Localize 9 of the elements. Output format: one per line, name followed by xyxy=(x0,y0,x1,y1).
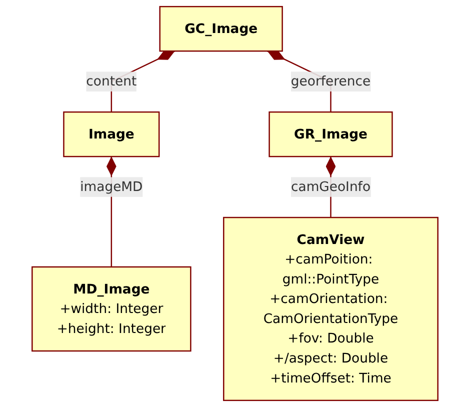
edge-label: georference xyxy=(290,73,371,89)
class-box: CamView +camPoition: gml::PointType +camOrientation: CamOrientationType +fov: Double +/aspect: Double +timeOffset: Time xyxy=(223,216,438,402)
edge-label: camGeoInfo xyxy=(291,178,371,194)
class-box: Image xyxy=(63,111,160,158)
class-box: MD_Image +width: Integer +height: Integer xyxy=(32,266,192,352)
edge-label: content xyxy=(86,73,137,89)
class-box: GC_Image xyxy=(159,6,283,52)
edge-label: imageMD xyxy=(80,178,143,194)
class-box: GR_Image xyxy=(268,111,393,158)
